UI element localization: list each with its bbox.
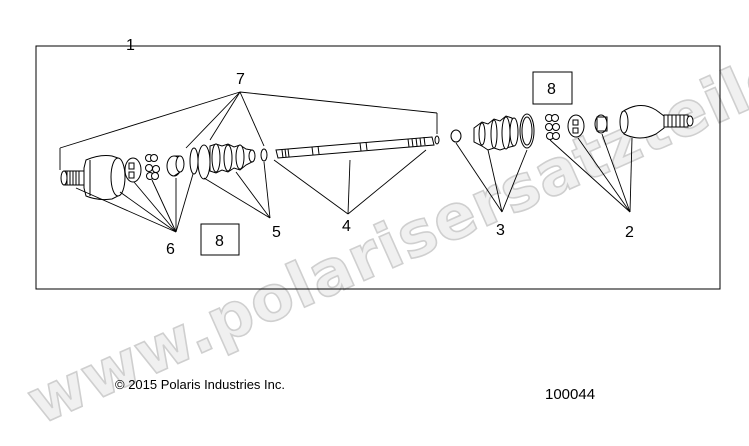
right-cv-joint-parts xyxy=(545,105,694,140)
callout-2: 2 xyxy=(625,224,634,241)
callout-5: 5 xyxy=(272,224,281,241)
callout-1: 1 xyxy=(126,37,135,54)
callout-6: 6 xyxy=(166,241,175,258)
diagram-part-number: 100044 xyxy=(545,386,596,403)
left-inner-race xyxy=(166,155,185,177)
assembly-frame xyxy=(35,45,721,290)
right-boot-parts xyxy=(450,113,535,151)
right-spline-stub xyxy=(663,114,694,128)
left-cv-balls xyxy=(145,154,160,180)
right-small-clamp xyxy=(450,129,462,143)
leader-lines xyxy=(59,91,633,233)
left-spline-stub xyxy=(60,170,85,186)
copyright-text: © 2015 Polaris Industries Inc. xyxy=(115,377,285,392)
left-cv-joint-parts xyxy=(60,147,199,201)
left-small-clamp xyxy=(260,148,268,162)
box-ref-left-label: 8 xyxy=(215,233,224,250)
axle-shaft xyxy=(275,135,440,159)
right-cv-cage xyxy=(594,114,608,134)
right-inner-race xyxy=(567,114,585,138)
callout-3: 3 xyxy=(496,222,505,239)
watermark-text: www.polarisersatzteile.de xyxy=(16,0,749,439)
box-ref-right: 8 xyxy=(532,71,573,105)
box-ref-right-label: 8 xyxy=(547,81,556,98)
left-boot-parts xyxy=(197,143,268,180)
right-cv-balls xyxy=(545,114,560,140)
box-ref-left: 8 xyxy=(200,223,240,256)
left-cv-cage xyxy=(124,157,142,183)
callout-4: 4 xyxy=(342,218,351,235)
callout-7: 7 xyxy=(236,71,245,88)
left-clamp xyxy=(189,147,199,175)
